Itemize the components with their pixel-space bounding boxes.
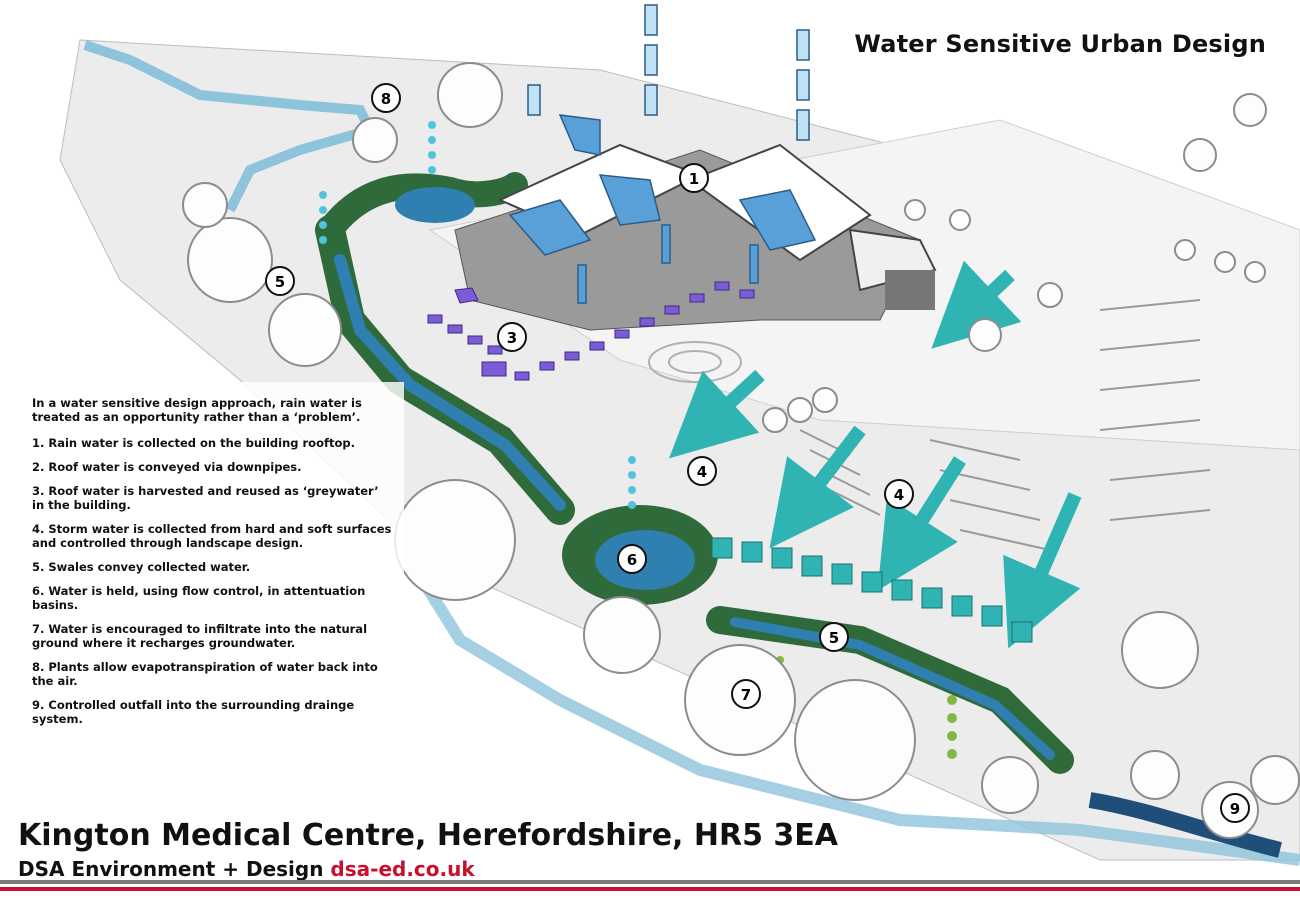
marker-4a: 4 — [687, 456, 717, 486]
intro-text: In a water sensitive design approach, ra… — [32, 396, 362, 424]
marker-6: 6 — [617, 544, 647, 574]
diagram-title: Water Sensitive Urban Design — [854, 30, 1266, 58]
evapotranspiration-drops — [319, 121, 636, 509]
marker-3: 3 — [497, 322, 527, 352]
svg-text:3: 3 — [507, 329, 517, 347]
company-line: DSA Environment + Design dsa-ed.co.uk — [18, 857, 475, 881]
roof-rain-arrows — [508, 4, 817, 304]
marker-7: 7 — [731, 679, 761, 709]
step-2-text: 2. Roof water is conveyed via downpipes. — [32, 460, 302, 474]
svg-text:5: 5 — [829, 629, 839, 647]
svg-text:4: 4 — [894, 486, 904, 504]
company-name: DSA Environment + Design — [18, 857, 324, 881]
svg-text:6: 6 — [627, 551, 637, 569]
explanation-panel: In a water sensitive design approach, ra… — [0, 382, 404, 810]
site-name: Kington Medical Centre, Herefordshire, H… — [18, 818, 838, 853]
explanation-list: In a water sensitive design approach, ra… — [32, 396, 394, 736]
svg-text:8: 8 — [381, 90, 391, 108]
marker-8: 8 — [371, 83, 401, 113]
step-5-text: 5. Swales convey collected water. — [32, 560, 251, 574]
step-markers: 1 3 4 4 5 5 6 7 8 9 — [265, 83, 1250, 823]
svg-text:9: 9 — [1230, 800, 1240, 818]
svg-text:5: 5 — [275, 273, 285, 291]
greywater-tiles — [427, 281, 755, 381]
svg-text:7: 7 — [741, 686, 751, 704]
stream-channel — [83, 40, 1300, 866]
marker-1: 1 — [679, 163, 709, 193]
outfall-channel — [1088, 792, 1282, 858]
trees — [182, 62, 1300, 839]
step-1-text: 1. Rain water is collected on the buildi… — [32, 436, 355, 450]
step-6-text: 6. Water is held, using flow control, in… — [32, 584, 366, 612]
step-3-text: 3. Roof water is harvested and reused as… — [32, 484, 379, 512]
website-link[interactable]: dsa-ed.co.uk — [330, 857, 475, 881]
marker-5a: 5 — [265, 266, 295, 296]
marker-9: 9 — [1220, 793, 1250, 823]
step-8-text: 8. Plants allow evapotranspiration of wa… — [32, 660, 378, 688]
step-9-text: 9. Controlled outfall into the surroundi… — [32, 698, 355, 726]
svg-text:1: 1 — [689, 170, 699, 188]
step-7-text: 7. Water is encouraged to infiltrate int… — [32, 622, 368, 650]
step-4-text: 4. Storm water is collected from hard an… — [32, 522, 392, 550]
footer-rule-red — [0, 887, 1300, 891]
footer-rule-grey — [0, 880, 1300, 884]
marker-5b: 5 — [819, 622, 849, 652]
storm-water-arrows — [669, 260, 1082, 649]
svg-text:4: 4 — [697, 463, 707, 481]
storm-water-flow-tiles — [711, 537, 1033, 643]
marker-4b: 4 — [884, 479, 914, 509]
